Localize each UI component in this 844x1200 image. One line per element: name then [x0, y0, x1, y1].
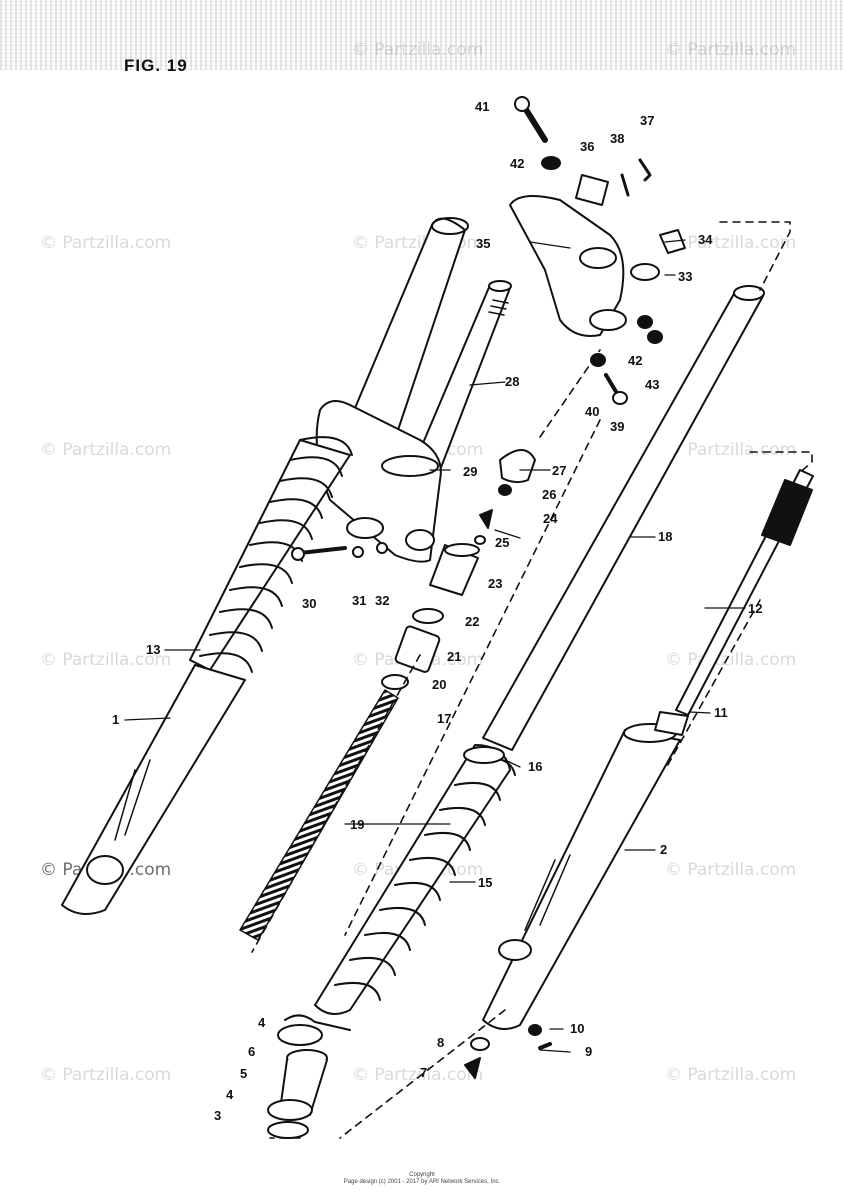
copyright-footer: Copyright Page design (c) 2001 - 2017 by… [0, 1172, 844, 1186]
callout-31[interactable]: 31 [352, 593, 367, 608]
callout-10[interactable]: 10 [570, 1021, 585, 1036]
copyright-line: Page design (c) 2001 - 2017 by ARI Netwo… [343, 1179, 501, 1186]
callout-9[interactable]: 9 [585, 1044, 593, 1059]
pinch-bolt-30 [291, 542, 388, 561]
callout-6[interactable]: 6 [248, 1044, 256, 1059]
callout-3[interactable]: 3 [214, 1108, 222, 1123]
callout-13[interactable]: 13 [146, 642, 161, 657]
callout-33[interactable]: 33 [678, 269, 693, 284]
callout-4[interactable]: 4 [226, 1087, 234, 1102]
right-fork-tube [482, 285, 765, 751]
callout-11[interactable]: 11 [714, 705, 728, 720]
callout-22[interactable]: 22 [465, 614, 480, 629]
right-outer-tube [482, 711, 689, 1030]
callout-27[interactable]: 27 [552, 463, 567, 478]
callout-2[interactable]: 2 [660, 842, 668, 857]
figure-title: FIG. 19 [124, 56, 188, 75]
callout-12[interactable]: 12 [748, 601, 763, 616]
top-hardware [514, 96, 686, 405]
callout-32[interactable]: 32 [375, 593, 390, 608]
scan-noise [0, 0, 844, 70]
callout-37[interactable]: 37 [640, 113, 655, 128]
callout-20[interactable]: 20 [432, 677, 447, 692]
callout-21[interactable]: 21 [447, 649, 462, 664]
callout-42[interactable]: 42 [510, 156, 525, 171]
callout-5[interactable]: 5 [240, 1066, 248, 1081]
copyright-line: Copyright [409, 1172, 435, 1178]
lower-bracket [315, 400, 442, 563]
callout-18[interactable]: 18 [658, 529, 673, 544]
damper-rod [675, 469, 814, 716]
callout-40[interactable]: 40 [585, 404, 600, 419]
callout-25[interactable]: 25 [495, 535, 510, 550]
callout-42[interactable]: 42 [628, 353, 643, 368]
assembly-dash-lines [251, 221, 813, 1139]
bottom-seal-stack [267, 1014, 351, 1139]
callout-17[interactable]: 17 [437, 711, 452, 726]
left-outer-tube [61, 664, 246, 915]
callout-16[interactable]: 16 [528, 759, 543, 774]
fork-spring [239, 689, 399, 941]
callout-8[interactable]: 8 [437, 1035, 445, 1050]
upper-bracket [509, 195, 627, 337]
callout-43[interactable]: 43 [645, 377, 660, 392]
callout-26[interactable]: 26 [542, 487, 557, 502]
callout-15[interactable]: 15 [478, 875, 493, 890]
callout-28[interactable]: 28 [505, 374, 520, 389]
callout-34[interactable]: 34 [698, 232, 713, 247]
leader-lines [124, 239, 746, 1053]
callout-36[interactable]: 36 [580, 139, 595, 154]
callout-4[interactable]: 4 [258, 1015, 266, 1030]
callout-1[interactable]: 1 [112, 712, 120, 727]
callout-19[interactable]: 19 [350, 817, 365, 832]
callout-30[interactable]: 30 [302, 596, 317, 611]
callout-35[interactable]: 35 [476, 236, 491, 251]
callout-38[interactable]: 38 [610, 131, 625, 146]
callout-29[interactable]: 29 [463, 464, 478, 479]
damper-parts-stack [381, 449, 536, 690]
callout-39[interactable]: 39 [610, 419, 625, 434]
right-bellows [314, 744, 516, 1015]
callout-7[interactable]: 7 [420, 1065, 428, 1080]
callout-41[interactable]: 41 [475, 99, 490, 114]
callout-23[interactable]: 23 [488, 576, 503, 591]
callout-24[interactable]: 24 [543, 511, 558, 526]
left-bellows [189, 436, 353, 673]
drain-hardware [464, 1024, 552, 1079]
